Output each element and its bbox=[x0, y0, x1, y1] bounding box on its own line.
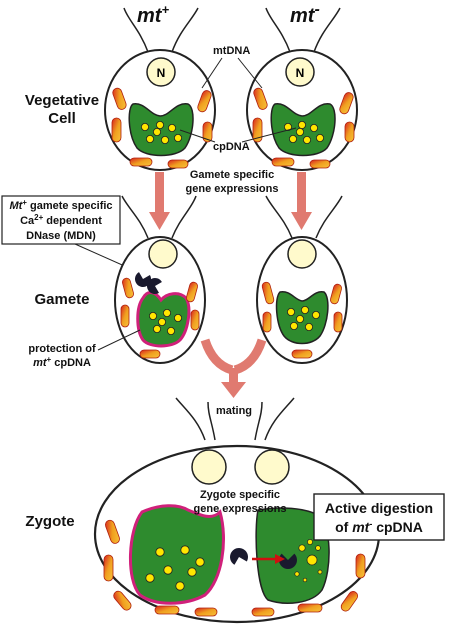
flagellum bbox=[121, 195, 149, 239]
gamete-label: Gamete bbox=[34, 291, 89, 308]
vegetative-cell-mt-plus: N bbox=[104, 7, 216, 171]
mitochondria bbox=[261, 281, 343, 359]
flagellum bbox=[175, 397, 206, 441]
mitochondria bbox=[252, 87, 355, 169]
mdn-callout-box: Mt+ gamete specific Ca2+ dependent DNase… bbox=[1, 195, 139, 273]
gamete-specific-expression-label-2: gene expressions bbox=[186, 183, 279, 195]
cpdna-nucleoids bbox=[148, 308, 182, 335]
cpdna-nucleoids bbox=[145, 545, 205, 591]
gamete-mt-minus bbox=[256, 195, 348, 364]
nucleus bbox=[148, 239, 178, 269]
nucleus bbox=[146, 57, 176, 87]
mt-minus-label: mt- bbox=[290, 1, 320, 27]
mating-label: mating bbox=[216, 405, 252, 417]
mating-merge-arrow bbox=[200, 338, 267, 398]
flagellum bbox=[265, 195, 293, 239]
mitochondria bbox=[103, 519, 366, 617]
flagellum bbox=[315, 195, 343, 239]
mdn-enzymes bbox=[135, 272, 162, 294]
cpdna-pointer bbox=[179, 129, 216, 143]
mtdna-label: mtDNA bbox=[213, 45, 250, 57]
mtdna-pointer bbox=[237, 57, 263, 89]
svg-text:Ca2+ dependent: Ca2+ dependent bbox=[20, 213, 102, 227]
flagellum bbox=[313, 7, 341, 53]
cpdna-nucleoids bbox=[286, 305, 320, 331]
protection-pointer bbox=[97, 329, 141, 351]
nucleus-label: N bbox=[296, 66, 305, 80]
flagellum bbox=[123, 7, 149, 53]
protection-label: protection of bbox=[28, 343, 96, 355]
nucleus bbox=[287, 239, 317, 269]
nucleus-label: N bbox=[157, 66, 166, 80]
svg-text:Mt+ gamete specific: Mt+ gamete specific bbox=[9, 198, 112, 212]
cpdna-pointer bbox=[241, 127, 297, 143]
zygote bbox=[93, 397, 381, 624]
nucleus bbox=[191, 449, 227, 485]
cpdna-nucleoids bbox=[283, 121, 324, 144]
flagellum bbox=[264, 397, 295, 441]
flagellum bbox=[207, 401, 216, 441]
gamete-expression-arrows bbox=[149, 172, 312, 230]
nucleus bbox=[285, 57, 315, 87]
mitochondria bbox=[111, 87, 213, 169]
gamete-specific-expression-label: Gamete specific bbox=[190, 169, 274, 181]
mtdna-pointer bbox=[201, 57, 223, 89]
flagellum bbox=[254, 401, 263, 441]
nucleus bbox=[254, 449, 290, 485]
svg-text:of mt- cpDNA: of mt- cpDNA bbox=[335, 519, 423, 535]
chloroplast bbox=[128, 103, 194, 157]
mitochondria bbox=[120, 277, 200, 359]
mt-plus-label: mt+ bbox=[137, 2, 169, 27]
vegetative-cell-mt-minus: N bbox=[246, 7, 358, 171]
zygote-specific-expression-label: Zygote specific bbox=[200, 489, 280, 501]
digestion-arrow bbox=[252, 554, 285, 564]
cpdna-nucleoids bbox=[140, 121, 182, 144]
svg-text:DNase (MDN): DNase (MDN) bbox=[26, 230, 96, 242]
flagellum bbox=[171, 7, 199, 53]
active-digestion-callout: Active digestion of mt- cpDNA bbox=[313, 493, 445, 541]
vegetative-cell-label-2: Cell bbox=[48, 110, 76, 127]
svg-text:Active digestion: Active digestion bbox=[325, 500, 433, 516]
zygote-specific-expression-label-2: gene expressions bbox=[194, 503, 287, 515]
mdn-enzymes bbox=[230, 548, 297, 569]
protection-label-2: mt+ cpDNA bbox=[33, 355, 91, 369]
cpdna-label: cpDNA bbox=[213, 141, 250, 153]
digested-cpdna bbox=[294, 539, 323, 583]
flagellum bbox=[265, 7, 291, 53]
vegetative-cell-label: Vegetative bbox=[25, 92, 99, 109]
zygote-label: Zygote bbox=[25, 513, 74, 530]
flagellum bbox=[171, 195, 197, 239]
